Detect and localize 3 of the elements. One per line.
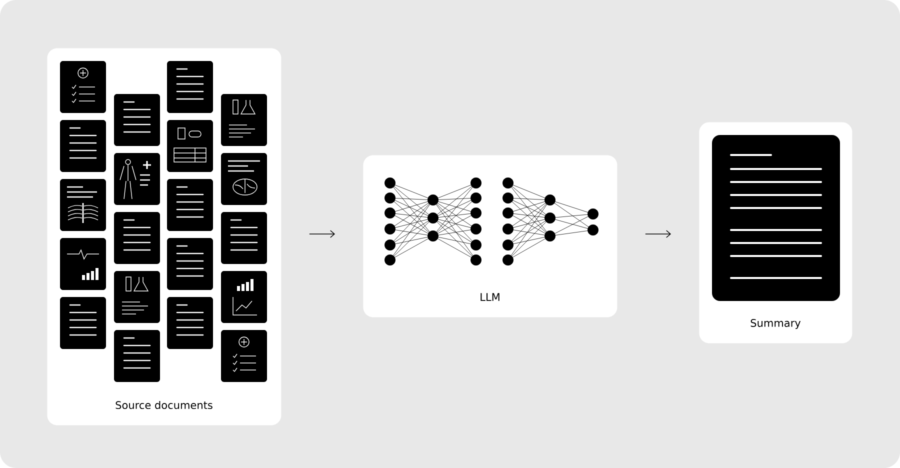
card: LLM [363,155,618,318]
arrow [645,230,671,238]
arrow [309,230,335,238]
